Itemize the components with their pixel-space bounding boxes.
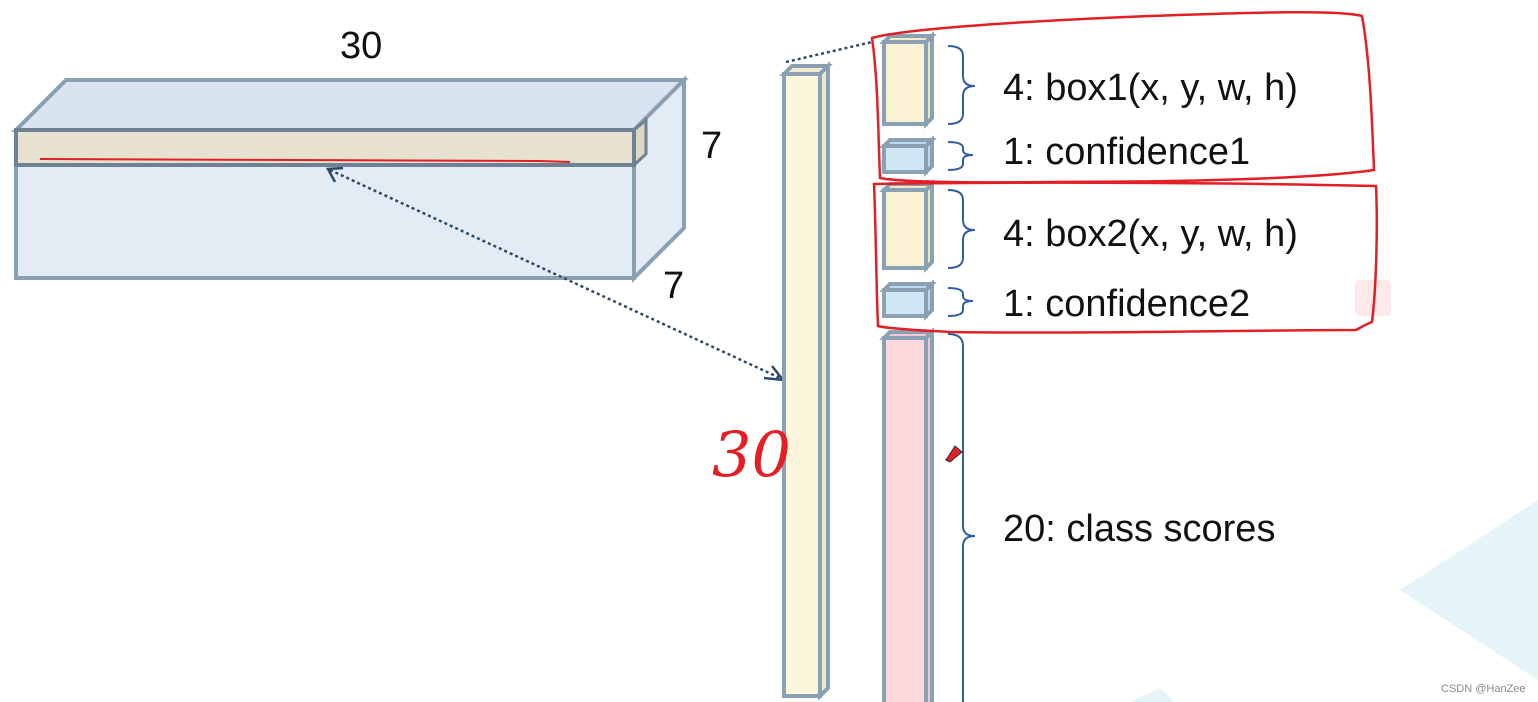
annotation-frame-box2 xyxy=(872,181,1379,334)
brace-box2 xyxy=(947,189,976,269)
entry-labels: 4: box1(x, y, w, h) 1: confidence1 4: bo… xyxy=(1003,67,1298,550)
pen-tip-icon xyxy=(945,445,963,463)
dotted-connector-top xyxy=(785,40,873,64)
watermark-credit: CSDN @HanZee xyxy=(1441,683,1526,695)
entry-label-class-scores: 20: class scores xyxy=(1003,508,1275,550)
box1-block xyxy=(879,31,937,129)
tensor-depth-label: 7 xyxy=(663,265,684,307)
tensor-top-face xyxy=(11,78,689,132)
brace-confidence1 xyxy=(947,141,974,171)
dotted-double-arrow xyxy=(329,168,781,380)
arrowhead-left xyxy=(325,166,344,183)
brace-box1 xyxy=(947,45,976,125)
brace-confidence2 xyxy=(947,287,974,317)
slice-red-mark xyxy=(39,158,571,163)
entry-label-box2: 4: box2(x, y, w, h) xyxy=(1003,213,1298,255)
tensor-height-label: 7 xyxy=(701,125,722,167)
class-scores-block xyxy=(879,327,937,702)
annotation-frame-box1 xyxy=(870,10,1376,184)
entry-label-confidence1: 1: confidence1 xyxy=(1003,131,1250,173)
output-tensor: 30 7 7 xyxy=(11,25,722,307)
cell-vector: 30 xyxy=(712,61,833,701)
entry-label-confidence2: 1: confidence2 xyxy=(1003,283,1250,325)
box2-block xyxy=(879,179,937,273)
vector-length-label: 30 xyxy=(712,418,791,491)
confidence1-block xyxy=(879,135,937,177)
vector-front xyxy=(782,72,822,698)
brace-class-scores xyxy=(947,333,976,702)
entry-label-box1: 4: box1(x, y, w, h) xyxy=(1003,67,1298,109)
tensor-width-label: 30 xyxy=(340,25,382,67)
braces xyxy=(947,45,976,702)
confidence2-block xyxy=(879,279,937,321)
background-decoration xyxy=(1130,280,1538,702)
